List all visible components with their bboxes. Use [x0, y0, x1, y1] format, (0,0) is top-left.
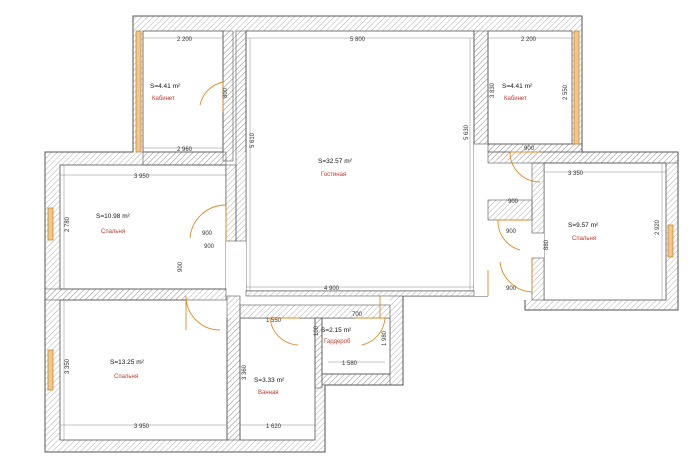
dim-cab1-top: 2 200	[177, 37, 193, 43]
dim-ward-top: 700	[352, 312, 363, 318]
dim-cab2-bottom: 900	[524, 146, 535, 152]
dim-bed2-door1: 900	[508, 199, 519, 205]
doors	[185, 81, 541, 346]
bed3-name: Спальня	[114, 374, 138, 380]
dim-bath-bottom: 1 620	[266, 424, 282, 430]
wall-bed2-left	[531, 162, 545, 234]
living-name: Гостиная	[321, 172, 346, 178]
door-bed1-a	[189, 204, 227, 241]
dim-cab2-top: 2 200	[521, 37, 537, 43]
wall-bed1-right	[225, 164, 237, 242]
cab2-name: Кабинет	[504, 96, 527, 102]
dim-bed1-door2: 900	[204, 244, 215, 250]
door-bath	[269, 317, 300, 346]
dim-bath-top: 1 550	[266, 318, 282, 324]
cab1-area: S=4.41 m²	[150, 83, 181, 90]
living-area: S=32.57 m²	[318, 158, 353, 165]
wall-bed1-bottom	[44, 288, 227, 301]
ward-name: Гардероб	[324, 339, 351, 345]
dim-bed2-top: 3 350	[568, 171, 584, 177]
bath-name: Ванная	[258, 390, 279, 396]
dim-bed3-bottom: 3 950	[134, 424, 150, 430]
room-labels: S=4.41 m² Кабинет S=4.41 m² Кабинет S=32…	[96, 83, 599, 396]
bed2-name: Спальня	[572, 236, 596, 242]
bed1-area: S=10.98 m²	[96, 213, 131, 220]
dim-cab2-left: 3 830	[490, 82, 496, 98]
wall-bath-top	[239, 304, 391, 319]
dim-living-left: 5 610	[250, 132, 256, 148]
dim-bed1-top: 3 950	[134, 174, 150, 180]
dimension-labels: 2 200 5 800 2 200 2 960 800 5 610 5 630 …	[65, 37, 661, 430]
wall-bed3-right	[226, 295, 241, 441]
cab1-name: Кабинет	[152, 96, 175, 102]
dim-bed2-door3: 900	[506, 286, 517, 292]
bed3-area: S=13.25 m²	[110, 359, 145, 366]
door-cab1	[199, 81, 224, 112]
dim-living-bottom: 4 900	[324, 286, 340, 292]
room-living-floor	[245, 30, 475, 292]
dim-ward-right: 1 980	[382, 330, 388, 346]
bed2-area: S=9.57 m²	[568, 222, 599, 229]
dim-living-top: 5 800	[350, 37, 366, 43]
wall-bed2-left-low	[531, 257, 545, 301]
door-cab2	[509, 151, 541, 183]
room-bed2-floor	[543, 162, 667, 301]
dim-bed1-small: 900	[178, 261, 184, 272]
dim-bed2-right: 2 920	[655, 219, 661, 235]
door-bed1-b	[185, 295, 221, 331]
wall-living-left	[235, 30, 247, 242]
room-bed1-floor	[59, 164, 227, 290]
room-ward-floor	[321, 317, 391, 375]
door-niche	[497, 219, 530, 251]
window-bed2	[667, 224, 674, 258]
dim-bed2-side: 880	[544, 239, 550, 250]
wall-cab1-bottom	[142, 151, 227, 166]
bath-area: S=3.33 m²	[254, 377, 285, 384]
window-bed1	[47, 207, 54, 241]
room-bath-floor	[239, 317, 316, 441]
dim-living-right: 5 630	[464, 124, 470, 140]
dim-cab1-side: 800	[223, 87, 229, 98]
walls	[44, 15, 679, 453]
bed1-name: Спальня	[101, 229, 125, 235]
dim-cab2-right: 2 550	[563, 84, 569, 100]
dim-bath-left: 3 360	[242, 364, 248, 380]
dim-ward-left: 100	[314, 325, 320, 336]
room-bed3-floor	[59, 299, 228, 441]
ward-area: S=2.15 m²	[321, 327, 352, 334]
dim-bed3-left: 3 350	[65, 358, 71, 374]
window-bed3	[47, 349, 54, 391]
dim-cab1-bottom: 2 960	[177, 147, 193, 153]
room-cab2-floor	[487, 30, 573, 145]
dim-bed1-door1: 900	[202, 231, 213, 237]
dimension-lines	[60, 37, 666, 440]
room-cab1-floor	[142, 30, 224, 153]
dim-ward-bottom: 1 580	[342, 361, 358, 367]
wall-living-right	[473, 30, 489, 145]
wall-cab2-bottom	[487, 143, 583, 153]
wall-bed2-top	[487, 151, 679, 164]
window-cab2	[573, 30, 580, 145]
dim-bed2-door2: 900	[506, 229, 517, 235]
door-bed2	[499, 258, 533, 293]
dim-bed1-left: 2 780	[65, 216, 71, 232]
window-cab1	[135, 30, 142, 153]
windows	[47, 30, 674, 391]
wall-living-bottom	[245, 290, 475, 297]
wall-ward-bottom	[321, 373, 391, 386]
cab2-area: S=4.41 m²	[502, 83, 533, 90]
